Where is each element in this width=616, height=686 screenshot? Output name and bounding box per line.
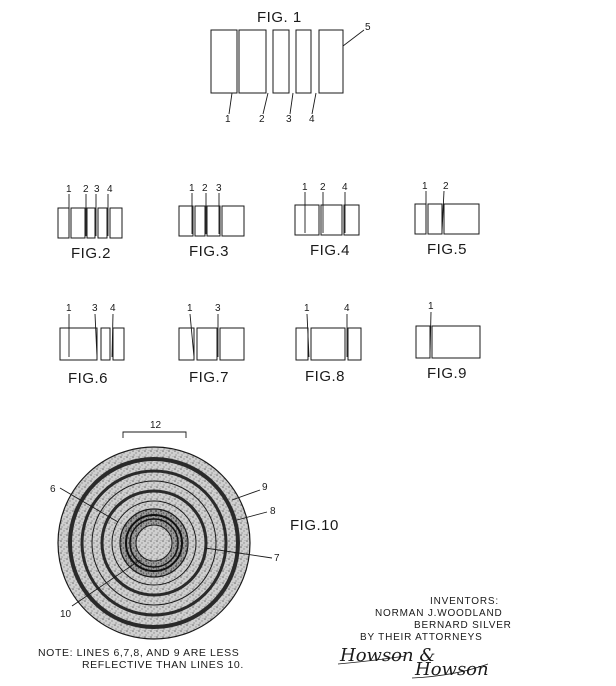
fig10-label-6: 6 xyxy=(50,484,56,495)
inventors-block: INVENTORS: NORMAN J.WOODLAND BERNARD SIL… xyxy=(337,596,512,680)
fig1-label-3: 3 xyxy=(286,114,292,125)
inventor-name-2: BERNARD SILVER xyxy=(414,620,512,631)
fig10-caption: FIG.10 xyxy=(290,517,339,534)
inventors-heading: INVENTORS: xyxy=(430,596,499,607)
drawing-note: NOTE: LINES 6,7,8, AND 9 ARE LESS REFLEC… xyxy=(38,647,244,671)
fig2-label-3: 3 xyxy=(94,184,100,195)
figure-4: 1 2 4 FIG.4 xyxy=(294,182,360,259)
figure-6: 1 3 4 FIG.6 xyxy=(59,303,125,387)
bullseye-rings xyxy=(57,446,251,640)
fig10-label-9: 9 xyxy=(262,482,268,493)
fig1-label-1: 1 xyxy=(225,114,231,125)
note-line-1: NOTE: LINES 6,7,8, AND 9 ARE LESS xyxy=(38,647,239,659)
attorneys-line: BY THEIR ATTORNEYS xyxy=(360,632,483,643)
fig5-label-1: 1 xyxy=(422,181,428,192)
fig10-label-8: 8 xyxy=(270,506,276,517)
fig7-label-1: 1 xyxy=(187,303,193,314)
fig1-caption: FIG. 1 xyxy=(257,9,302,26)
fig2-label-2: 2 xyxy=(83,184,89,195)
note-line-2: REFLECTIVE THAN LINES 10. xyxy=(82,659,244,671)
figure-9: 1 FIG.9 xyxy=(415,301,481,382)
fig5-label-2: 2 xyxy=(443,181,449,192)
fig10-label-10: 10 xyxy=(60,609,72,620)
signature-line-1: Howson & xyxy=(339,645,435,666)
fig10-label-12: 12 xyxy=(150,420,162,431)
fig4-label-1: 1 xyxy=(302,182,308,193)
figure-5: 1 2 FIG.5 xyxy=(414,181,480,258)
fig6-label-1: 1 xyxy=(66,303,72,314)
fig5-caption: FIG.5 xyxy=(427,241,467,258)
figure-8: 1 4 FIG.8 xyxy=(295,303,362,385)
fig9-caption: FIG.9 xyxy=(427,365,467,382)
fig8-label-4: 4 xyxy=(344,303,350,314)
fig4-caption: FIG.4 xyxy=(310,242,350,259)
fig8-caption: FIG.8 xyxy=(305,368,345,385)
fig3-label-2: 2 xyxy=(202,183,208,194)
fig1-label-2: 2 xyxy=(259,114,265,125)
fig1-label-4: 4 xyxy=(309,114,315,125)
figure-10: 12 6 9 8 7 10 FIG.10 xyxy=(50,420,339,640)
fig1-bars xyxy=(210,29,344,94)
fig10-label-7: 7 xyxy=(274,553,280,564)
figure-7: 1 3 FIG.7 xyxy=(178,303,245,386)
fig7-label-3: 3 xyxy=(215,303,221,314)
inventor-name-1: NORMAN J.WOODLAND xyxy=(375,608,503,619)
fig4-label-4: 4 xyxy=(342,182,348,193)
fig3-label-3: 3 xyxy=(216,183,222,194)
figure-2: 1 2 3 4 FIG.2 xyxy=(57,184,123,262)
fig4-label-2: 2 xyxy=(320,182,326,193)
fig6-label-3: 3 xyxy=(92,303,98,314)
fig2-label-4: 4 xyxy=(107,184,113,195)
fig2-label-1: 1 xyxy=(66,184,72,195)
fig1-label-5: 5 xyxy=(365,22,371,33)
figure-1: FIG. 1 1 2 3 4 5 xyxy=(210,9,371,125)
fig9-label-1: 1 xyxy=(428,301,434,312)
fig3-label-1: 1 xyxy=(189,183,195,194)
fig6-label-4: 4 xyxy=(110,303,116,314)
fig7-caption: FIG.7 xyxy=(189,369,229,386)
signature-line-2: Howson xyxy=(414,659,489,680)
figure-3: 1 2 3 FIG.3 xyxy=(178,183,245,260)
fig6-caption: FIG.6 xyxy=(68,370,108,387)
fig2-caption: FIG.2 xyxy=(71,245,111,262)
fig8-label-1: 1 xyxy=(304,303,310,314)
fig3-caption: FIG.3 xyxy=(189,243,229,260)
